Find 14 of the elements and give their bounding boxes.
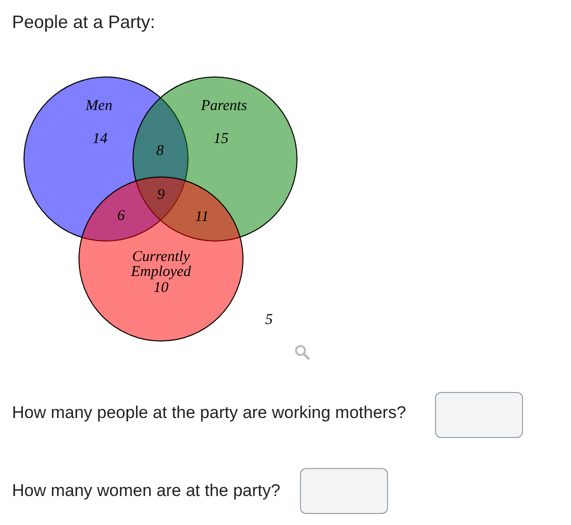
region-count: 9 xyxy=(156,188,166,203)
region-count: 15 xyxy=(212,132,230,147)
set-label: Currently Employed xyxy=(130,250,192,280)
page-title: People at a Party: xyxy=(12,12,156,33)
region-count: 14 xyxy=(92,132,108,147)
set-label: Parents xyxy=(200,99,248,114)
question-text: How many people at the party are working mothers? xyxy=(12,403,406,423)
set-label: Men xyxy=(84,99,114,114)
region-count: 6 xyxy=(116,209,126,224)
region-count: 10 xyxy=(152,281,170,296)
region-count: 8 xyxy=(155,144,165,159)
region-count: 5 xyxy=(264,313,274,328)
question-text: How many women are at the party? xyxy=(12,481,280,501)
region-count: 11 xyxy=(194,210,210,225)
